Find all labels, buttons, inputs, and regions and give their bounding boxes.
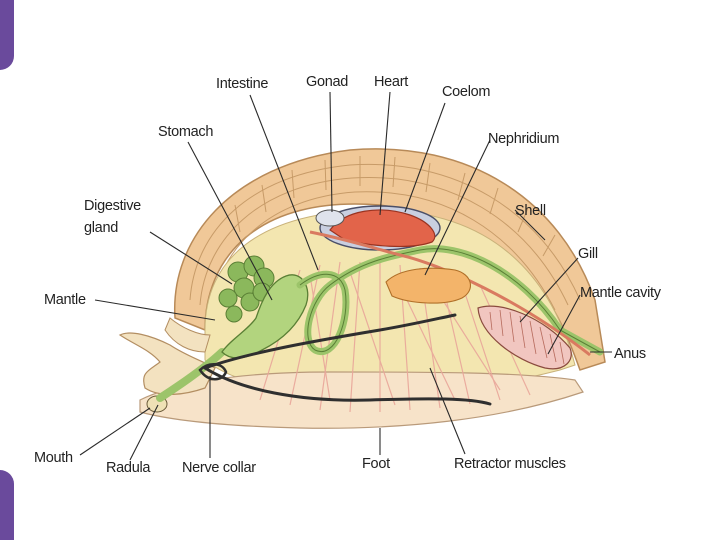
label-anus: Anus: [614, 346, 646, 362]
label-nerve-collar: Nerve collar: [182, 460, 256, 476]
leader-mouth: [80, 408, 150, 455]
label-mantle-cavity: Mantle cavity: [580, 285, 662, 301]
label-mantle: Mantle: [44, 292, 86, 308]
label-shell: Shell: [515, 203, 546, 219]
label-mouth: Mouth: [34, 450, 73, 466]
label-nephridium: Nephridium: [488, 131, 559, 147]
label-digestive-gland-line2: gland: [84, 220, 118, 236]
nephridium-organ: [386, 268, 470, 303]
label-radula: Radula: [106, 460, 151, 476]
label-foot: Foot: [362, 456, 390, 472]
gonad-organ: [316, 210, 344, 226]
label-coelom: Coelom: [442, 84, 490, 100]
label-stomach: Stomach: [158, 124, 213, 140]
label-digestive-gland-line1: Digestive: [84, 198, 141, 214]
label-retractor-muscles: Retractor muscles: [454, 456, 566, 472]
label-intestine: Intestine: [216, 76, 268, 92]
label-gill: Gill: [578, 246, 598, 262]
label-gonad: Gonad: [306, 74, 348, 90]
label-heart: Heart: [374, 74, 408, 90]
